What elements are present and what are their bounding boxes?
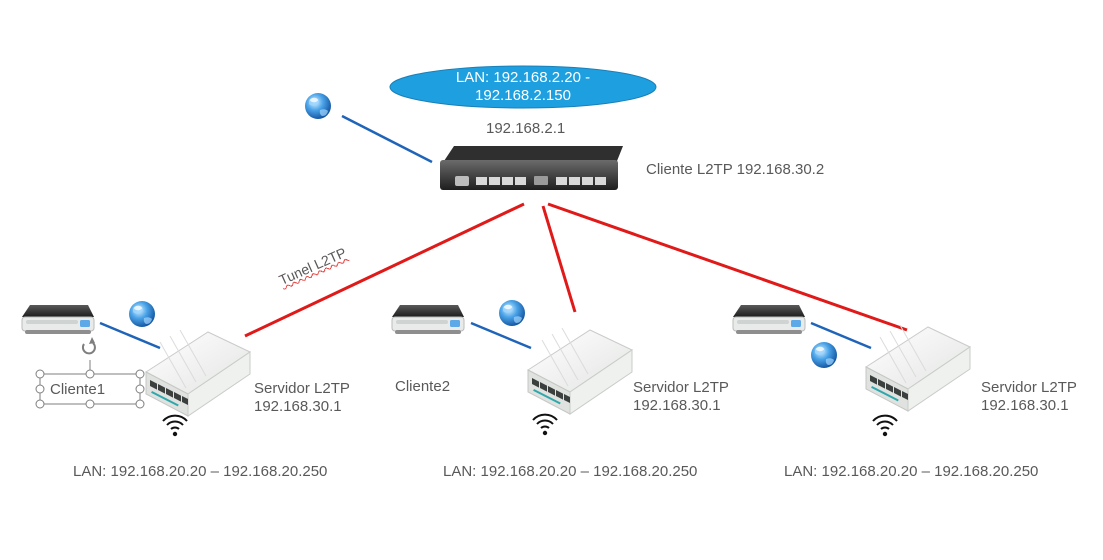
site1-server-line2: 192.168.30.1 bbox=[254, 398, 342, 415]
site1-server-line1: Servidor L2TP bbox=[254, 380, 350, 397]
central-lan-line2: 192.168.2.150 bbox=[475, 87, 571, 104]
site2-lan-range: LAN: 192.168.20.20 – 192.168.20.250 bbox=[443, 463, 698, 480]
lan-ellipse bbox=[389, 65, 657, 109]
modem-icon bbox=[732, 304, 806, 335]
wifi-icon bbox=[532, 413, 558, 437]
wireless-router-icon bbox=[527, 327, 633, 415]
site2-client-label: Cliente2 bbox=[395, 378, 451, 395]
wifi-icon bbox=[162, 414, 188, 438]
lan-ellipse-label: LAN: 192.168.2.20 - 192.168.2.150 bbox=[390, 67, 656, 107]
central-router-ip: 192.168.2.1 bbox=[486, 120, 566, 137]
rackmount-router-icon bbox=[440, 146, 623, 190]
globe-icon bbox=[129, 301, 155, 327]
site3-server-line1: Servidor L2TP bbox=[981, 379, 1077, 396]
site1-lan-range: LAN: 192.168.20.20 – 192.168.20.250 bbox=[73, 463, 328, 480]
wifi-icon bbox=[872, 414, 898, 438]
wan-link-site3 bbox=[810, 321, 872, 350]
globe-icon bbox=[305, 93, 331, 119]
wireless-router-icon bbox=[865, 324, 971, 412]
wan-link-site2 bbox=[470, 321, 532, 350]
globe-icon bbox=[811, 342, 837, 368]
wan-link-site1 bbox=[99, 321, 161, 350]
wireless-router-icon bbox=[145, 329, 251, 417]
wan-link-central bbox=[341, 114, 433, 164]
rotate-handle-icon[interactable] bbox=[81, 337, 96, 355]
modem-icon bbox=[21, 304, 95, 335]
tunnel-link-site2 bbox=[541, 205, 577, 313]
site2-server-line1: Servidor L2TP bbox=[633, 379, 729, 396]
globe-icon bbox=[499, 300, 525, 326]
selected-textbox-frame[interactable] bbox=[35, 360, 145, 409]
site1-client-label[interactable]: Cliente1 bbox=[50, 381, 106, 398]
site3-server-line2: 192.168.30.1 bbox=[981, 397, 1069, 414]
site3-lan-range: LAN: 192.168.20.20 – 192.168.20.250 bbox=[784, 463, 1039, 480]
tunnel-link-site1 bbox=[244, 202, 525, 338]
tunnel-link-site3 bbox=[547, 202, 908, 332]
central-client-label: Cliente L2TP 192.168.30.2 bbox=[646, 161, 825, 178]
central-lan-line1: LAN: 192.168.2.20 - bbox=[455, 69, 591, 86]
modem-icon bbox=[391, 304, 465, 335]
site2-server-line2: 192.168.30.1 bbox=[633, 397, 721, 414]
